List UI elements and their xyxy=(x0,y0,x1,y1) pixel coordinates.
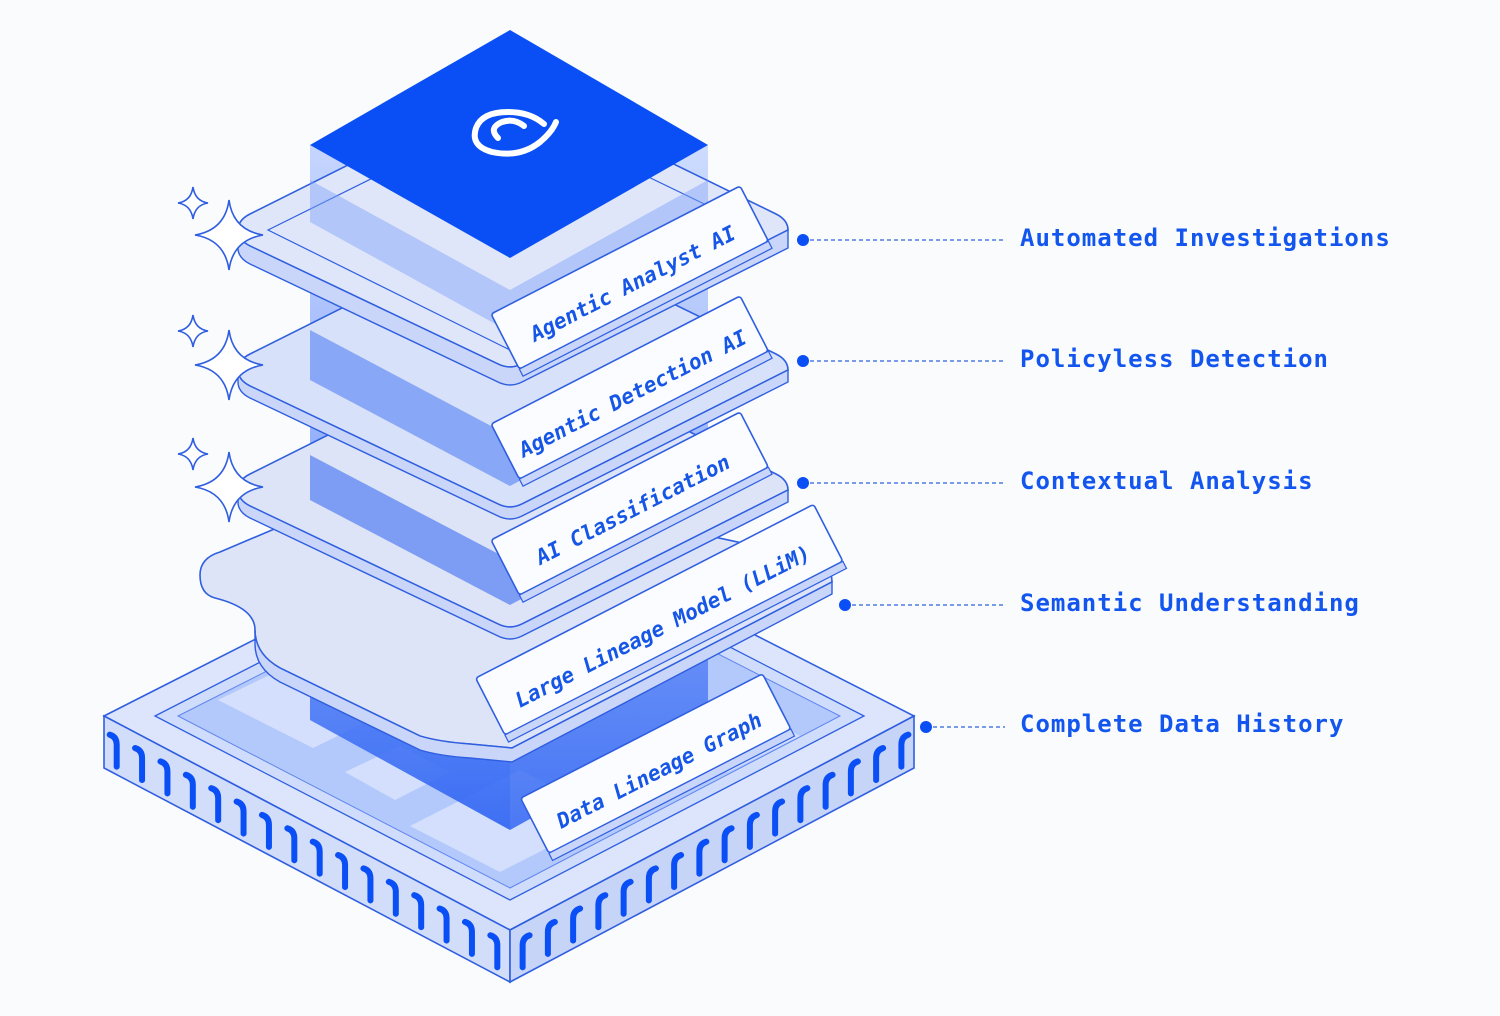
chip-pin xyxy=(721,825,735,864)
sparkle-icon xyxy=(177,314,209,348)
chip-pin xyxy=(570,905,584,944)
chip-pin xyxy=(595,892,609,931)
chip-pin xyxy=(461,918,475,957)
chip-pin xyxy=(898,731,912,770)
chip-pin xyxy=(157,758,171,797)
chip-pins xyxy=(106,731,912,971)
sparkles xyxy=(177,186,264,523)
connector-contextual-analysis xyxy=(797,477,1005,489)
sparkle-icon xyxy=(177,186,209,220)
chip-pin xyxy=(360,865,374,904)
chip-pin xyxy=(233,798,247,837)
layer-agentic-analyst-ai: Agentic Analyst AI xyxy=(237,30,789,386)
chip-pin xyxy=(309,838,323,877)
chip-pin xyxy=(487,932,501,971)
tag-edge xyxy=(518,466,773,604)
feature-semantic-understanding: Semantic Understanding xyxy=(1020,589,1360,617)
sparkle-icon xyxy=(194,329,264,401)
chip-pin xyxy=(797,785,811,824)
sparkle-icon xyxy=(177,437,209,471)
chip-pin xyxy=(106,731,120,770)
chip-pin xyxy=(182,771,196,810)
chip-pin xyxy=(519,932,533,971)
connector-semantic-understanding xyxy=(839,599,1005,611)
chip-pin xyxy=(620,878,634,917)
top-cap xyxy=(310,30,708,258)
sparkle-icon xyxy=(194,199,264,271)
feature-automated-investigations: Automated Investigations xyxy=(1020,224,1391,252)
ai-classification-plate-edge xyxy=(237,488,789,640)
chip-pin xyxy=(411,892,425,931)
connector-policyless-detection xyxy=(797,355,1005,367)
feature-complete-data-history: Complete Data History xyxy=(1020,710,1345,738)
chip-pin xyxy=(132,745,146,784)
sparkle-icon xyxy=(194,451,264,523)
connector-dot xyxy=(797,234,809,246)
tag-edge xyxy=(548,728,796,862)
llim-plate-edge xyxy=(254,580,833,763)
chip-pin xyxy=(822,771,836,810)
connector-automated-investigations xyxy=(797,234,1005,246)
tag-edge xyxy=(518,240,773,378)
chip-pin xyxy=(847,758,861,797)
connector-dot xyxy=(839,599,851,611)
chip-pin xyxy=(645,865,659,904)
feature-policyless-detection: Policyless Detection xyxy=(1020,345,1329,373)
chip-pin xyxy=(258,811,272,850)
chip-pin xyxy=(335,852,349,891)
chip-pin xyxy=(208,785,222,824)
chip-pin xyxy=(385,878,399,917)
connector-complete-data-history xyxy=(920,721,1005,733)
tag-edge xyxy=(504,560,848,743)
chip-pin xyxy=(544,918,558,957)
feature-contextual-analysis: Contextual Analysis xyxy=(1020,467,1314,495)
connector-dot xyxy=(797,355,809,367)
connectors xyxy=(797,234,1005,733)
chip-right-face xyxy=(509,714,915,984)
logo-mark-icon xyxy=(471,108,559,157)
chip-pin xyxy=(696,838,710,877)
connector-dot xyxy=(797,477,809,489)
chip-pin xyxy=(671,852,685,891)
chip-pin xyxy=(873,745,887,784)
chip-pin xyxy=(746,811,760,850)
tag-edge xyxy=(518,350,773,488)
connector-dot xyxy=(920,721,932,733)
chip-pin xyxy=(284,825,298,864)
chip-pin xyxy=(436,905,450,944)
agentic-detection-plate-edge xyxy=(237,368,789,520)
chip-pin xyxy=(772,798,786,837)
